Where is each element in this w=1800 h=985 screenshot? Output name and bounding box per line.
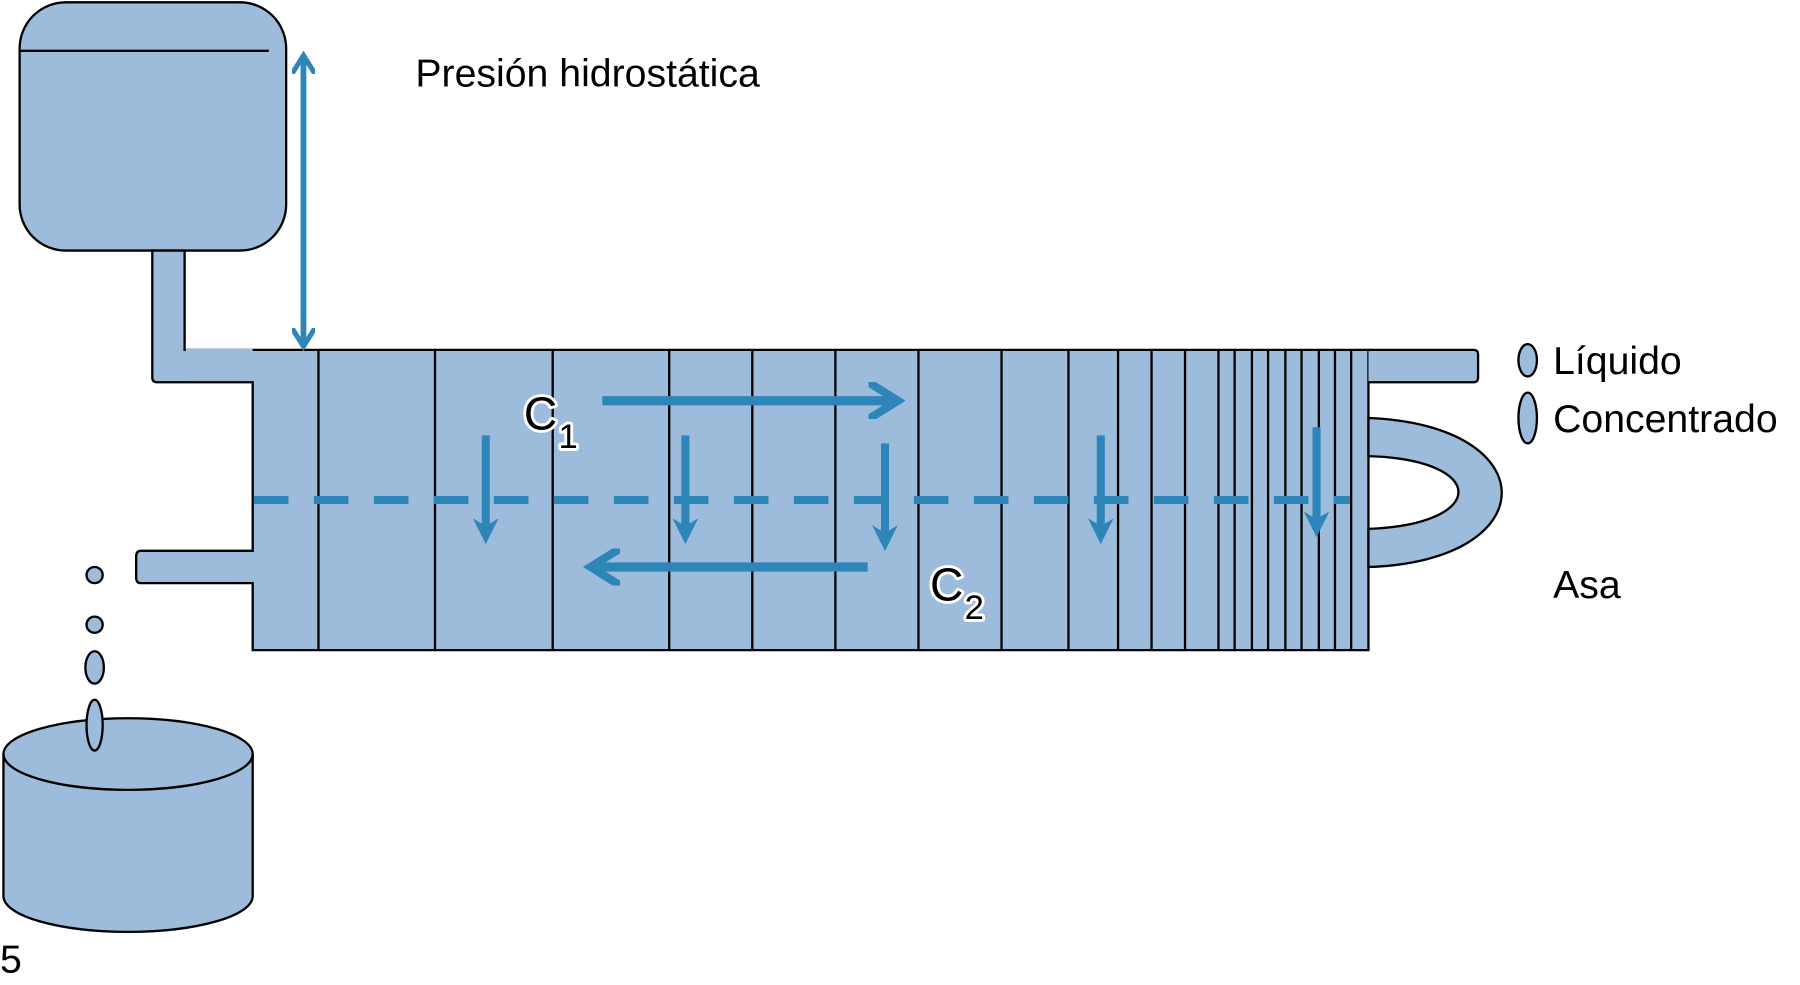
- legend-liquid-label: Líquido: [1553, 339, 1682, 383]
- handle-loop: [1367, 416, 1503, 569]
- diagram-title: Presión hidrostática: [415, 52, 760, 96]
- handle-label: Asa: [1553, 563, 1621, 607]
- legend-concentrate-label: Concentrado: [1553, 397, 1778, 441]
- drops: [84, 565, 105, 685]
- figure-number: 5: [0, 937, 22, 981]
- c1-subscript: 1: [558, 418, 577, 456]
- legend: Líquido Concentrado: [1517, 339, 1778, 445]
- liquid-legend-icon: [1517, 342, 1539, 378]
- c1-label: C: [524, 388, 557, 440]
- c2-subscript: 2: [965, 589, 984, 627]
- concentrate-legend-icon: [1517, 391, 1539, 445]
- outlet-pipe: [1368, 348, 1480, 384]
- c2-label: C: [930, 558, 963, 610]
- top-reservoir: [18, 1, 288, 252]
- collection-tank: [2, 698, 254, 934]
- filtration-arrows: [472, 427, 1330, 552]
